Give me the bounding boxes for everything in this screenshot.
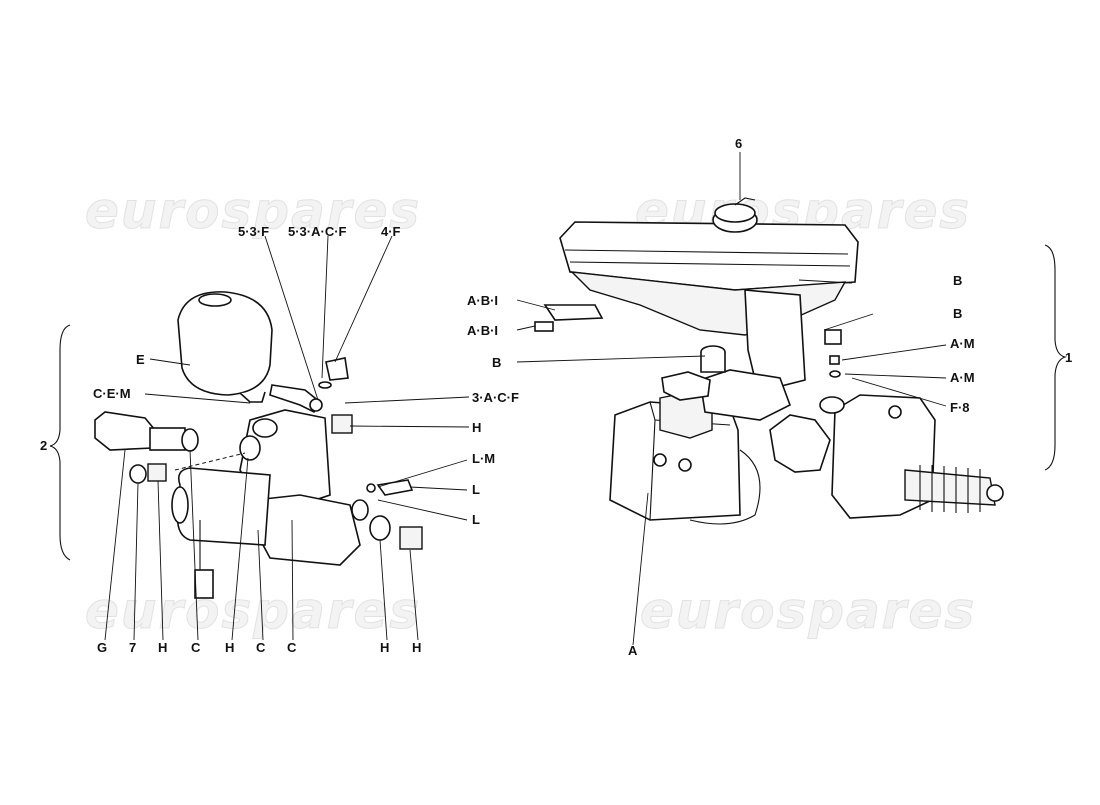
label-h-bottom-4: H [412,640,421,655]
label-g: G [97,640,107,655]
label-c-bottom-1: C [191,640,201,655]
leader-lines [104,152,947,646]
label-h-bottom-1: H [158,640,167,655]
label-l-1: L [472,482,480,497]
label-5-3-a-c-f: 5·3·A·C·F [288,224,347,239]
group-label-2: 2 [40,438,47,453]
banjo-bolt [269,384,322,414]
label-a-m-1: A·M [950,336,975,351]
label-3-a-c-f: 3·A·C·F [472,390,519,405]
pipe-l [376,479,414,496]
plug-b [824,329,842,345]
banjo-fitting [309,398,323,412]
brace-group-1 [1044,244,1068,471]
accumulator-sphere [177,291,273,403]
label-l-2: L [472,512,480,527]
abs-hydraulic-unit [609,345,831,525]
inlet-h [239,435,261,461]
filter-h-3 [399,526,423,550]
label-e: E [136,352,145,367]
label-a-m-2: A·M [950,370,975,385]
filter-h-1 [147,463,167,482]
label-b-1: B [953,273,962,288]
dashed-alignment [174,452,246,471]
label-a: A [628,643,638,658]
pressure-switch [94,411,199,452]
pressure-actuator [819,394,1004,519]
label-c-bottom-2: C [256,640,266,655]
seal-a [829,355,840,365]
label-6: 6 [735,136,742,151]
label-a-b-i-1: A·B·I [467,293,498,308]
watermark-bottom-left: eurospares [85,582,421,640]
brace-group-2 [49,324,71,561]
watermark-top-left: eurospares [85,182,421,240]
callout-labels: 1 2 6 5·3·F 5·3·A·C·F 4·F E C·E·M 3·A·C·… [40,136,1072,658]
electric-motor [171,467,271,599]
watermark-bottom-right: eurospares [640,582,976,640]
o-ring-l [366,483,376,493]
label-c-bottom-3: C [287,640,297,655]
bolt [534,321,554,332]
union-h [369,515,391,541]
bleed-screw [325,357,349,381]
label-4-f: 4·F [381,224,401,239]
label-b-2: B [953,306,962,321]
filter-h-2 [331,414,353,434]
label-h-top: H [472,420,481,435]
label-c-e-m: C·E·M [93,386,131,401]
label-7: 7 [129,640,136,655]
label-l-m: L·M [472,451,495,466]
label-h-bottom-2: H [225,640,234,655]
label-f-8: F·8 [950,400,970,415]
label-h-bottom-3: H [380,640,389,655]
label-5-3-f: 5·3·F [238,224,269,239]
pump-accumulator-assembly [94,291,423,599]
o-ring [829,370,841,378]
watermark-group: eurospares eurospares eurospares eurospa… [85,182,976,641]
fluid-reservoir [559,197,859,393]
label-b-3: B [492,355,501,370]
group-label-1: 1 [1065,350,1072,365]
label-a-b-i-2: A·B·I [467,323,498,338]
brake-master-cylinder-assembly [534,197,1004,525]
washer-7 [129,464,147,484]
mounting-bracket [543,304,604,321]
seal-ring [318,381,332,389]
